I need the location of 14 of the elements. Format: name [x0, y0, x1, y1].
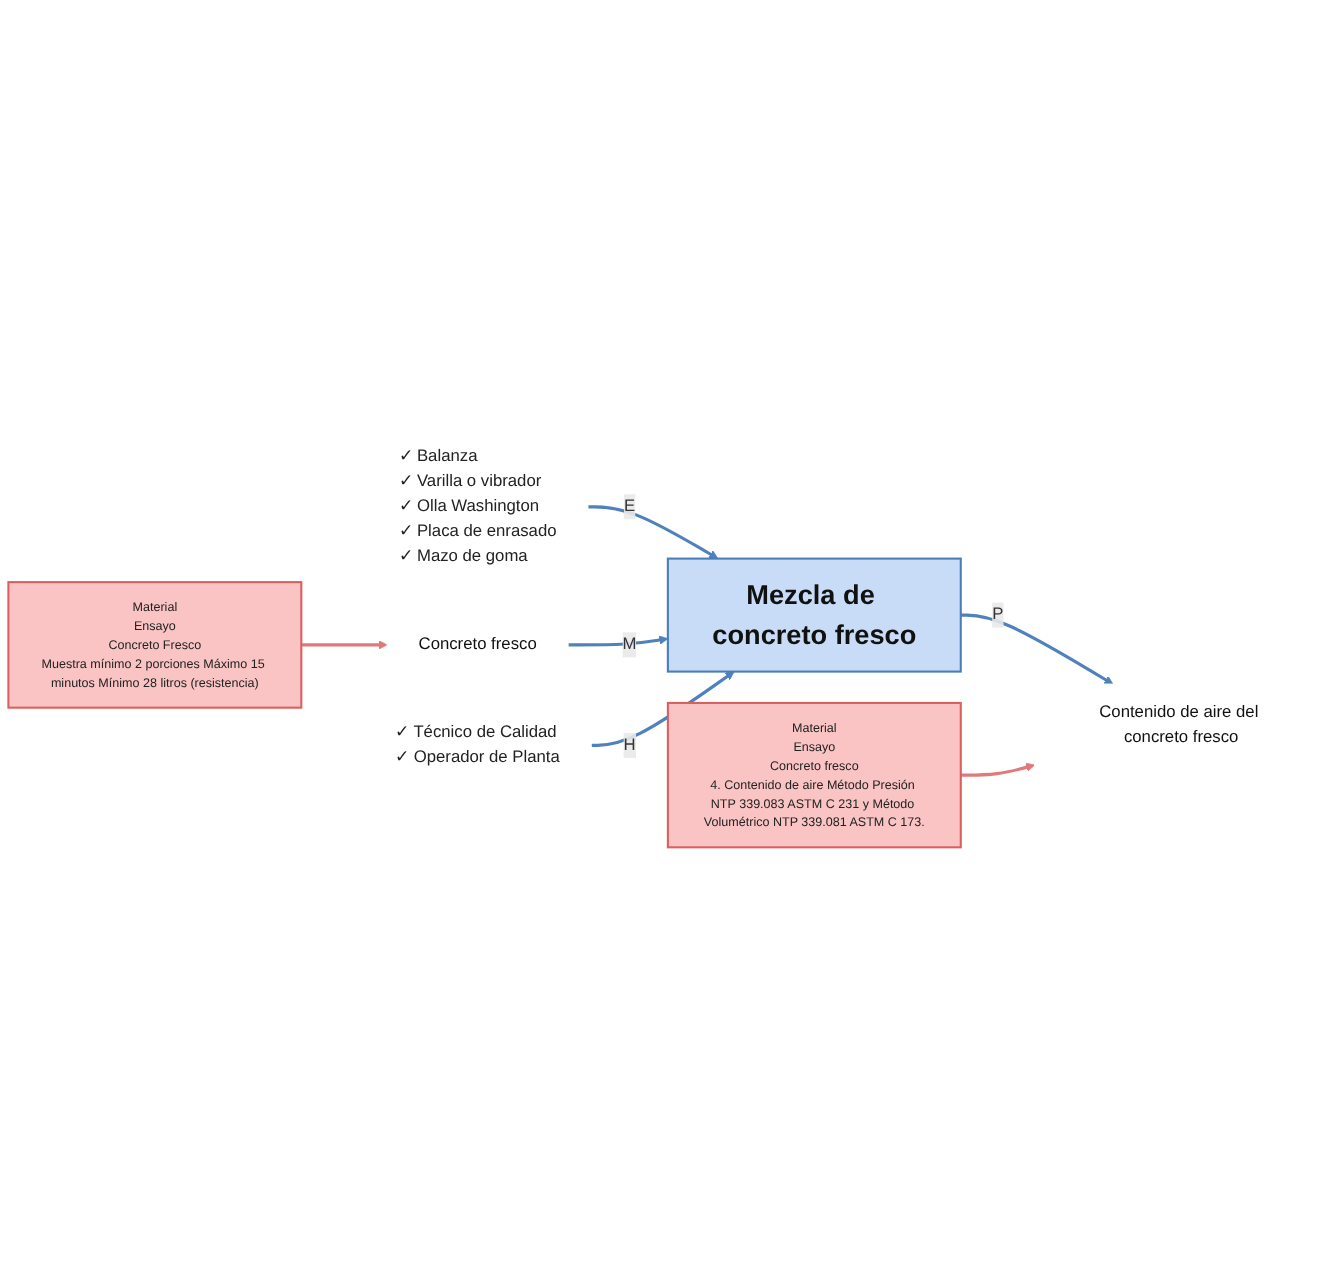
- arrow: [960, 612, 1114, 684]
- edge-label: E: [623, 496, 636, 515]
- node-text: ✓ Balanza ✓ Varilla o vibrador ✓ Olla Washington ✓ Placa de enrasado ✓ Mazo de goma: [398, 446, 557, 565]
- arrow: [587, 504, 719, 559]
- node-text: Contenido de aire del concreto fresco: [1099, 702, 1259, 746]
- node-text: Concreto fresco: [418, 634, 537, 653]
- edge-label: H: [623, 735, 636, 753]
- node-text: ✓ Técnico de Calidad ✓ Operador de Planta: [395, 722, 560, 766]
- edge-label: M: [622, 634, 637, 653]
- arrow: [301, 639, 388, 649]
- arrow: [568, 634, 669, 646]
- arrow: [960, 761, 1036, 776]
- edge-label: P: [992, 604, 1004, 623]
- node-box: Mezcla de concreto fresco: [666, 556, 962, 672]
